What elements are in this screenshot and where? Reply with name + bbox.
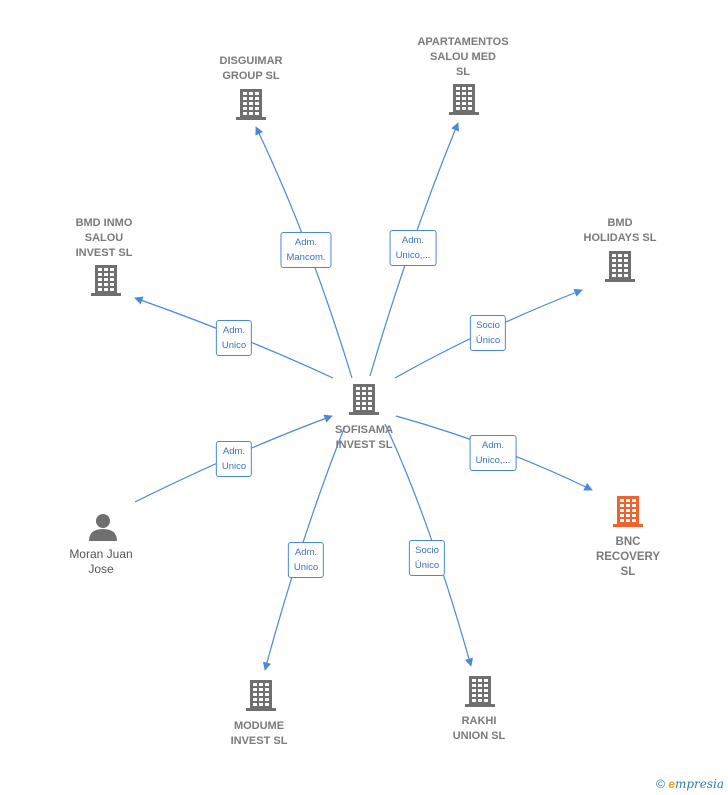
person-icon-moran[interactable] — [89, 514, 117, 541]
building-icon-disguimar[interactable] — [236, 89, 266, 120]
node-label-bmd-holidays[interactable]: BMD HOLIDAYS SL — [583, 217, 657, 244]
node-label-rakhi[interactable]: RAKHI UNION SL — [452, 715, 506, 742]
node-label-center[interactable]: SOFISAMA INVEST SL — [334, 424, 394, 451]
node-label-apartamentos[interactable]: APARTAMENTOS SALOU MED SL — [417, 36, 509, 78]
edge-rel-rakhi — [384, 423, 473, 667]
node-label-modume[interactable]: MODUME INVEST SL — [230, 720, 288, 747]
node-label-disguimar[interactable]: DISGUIMAR GROUP SL — [219, 55, 283, 82]
building-icon-center[interactable] — [349, 384, 379, 415]
relation-label-modume[interactable]: Adm. Unico — [287, 542, 325, 578]
copyright-symbol: © — [656, 777, 665, 791]
relation-label-moran[interactable]: Adm. Unico — [215, 441, 253, 477]
brand-e-logo: e — [668, 777, 675, 791]
building-icon-bnc[interactable] — [613, 496, 643, 527]
relation-label-bmd-holidays[interactable]: Socio Único — [469, 315, 507, 351]
building-icon-apartamentos[interactable] — [449, 84, 479, 115]
building-icon-modume[interactable] — [246, 680, 276, 711]
building-icon-rakhi[interactable] — [465, 676, 495, 707]
footer-brand: © empresia — [656, 777, 724, 791]
building-icon-bmd-holidays[interactable] — [605, 251, 635, 282]
relation-label-bnc[interactable]: Adm. Unico,... — [469, 435, 517, 471]
relation-label-rakhi[interactable]: Socio Único — [408, 540, 446, 576]
relation-label-bmd-inmo[interactable]: Adm. Unico — [215, 320, 253, 356]
brand-name: mpresia — [674, 777, 724, 791]
node-label-bnc[interactable]: BNC RECOVERY SL — [595, 536, 661, 578]
node-label-bmd-inmo[interactable]: BMD INMO SALOU INVEST SL — [75, 217, 133, 259]
node-label-moran[interactable]: Moran Juan Jose — [69, 547, 133, 576]
relation-label-apartamentos[interactable]: Adm. Unico,... — [389, 230, 437, 266]
node-icons — [89, 84, 643, 711]
relation-label-disguimar[interactable]: Adm. Mancom. — [280, 232, 332, 268]
building-icon-bmd-inmo[interactable] — [91, 265, 121, 296]
